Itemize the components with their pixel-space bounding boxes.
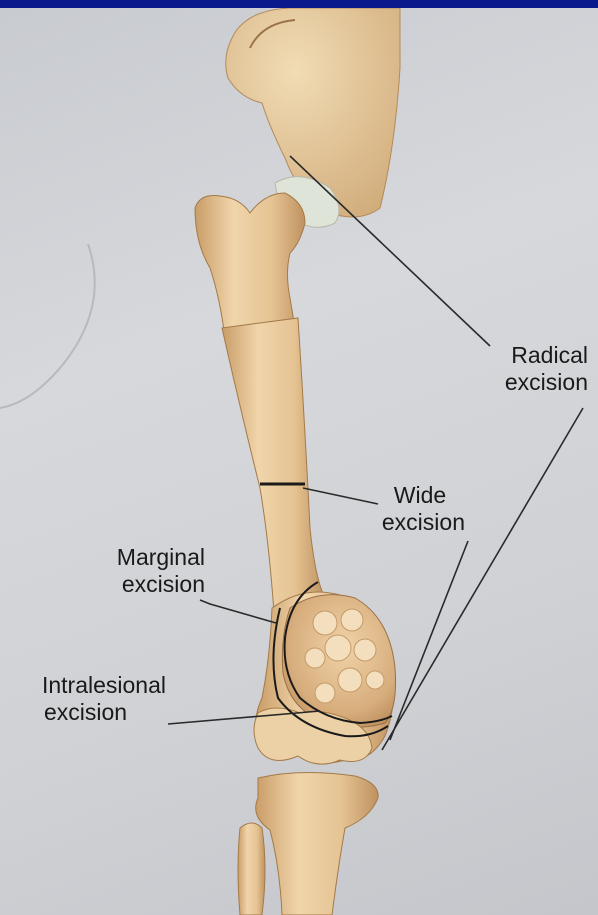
wide-label-line2: excision bbox=[355, 509, 465, 536]
illustration-plate: Radical excision Wide excision Marginal … bbox=[0, 8, 598, 915]
radical-leader-lower bbox=[382, 408, 583, 750]
radical-label-line2: excision bbox=[478, 369, 588, 396]
fibula bbox=[238, 823, 265, 915]
background-curve bbox=[0, 244, 95, 408]
intralesional-excision-label: Intralesional excision bbox=[14, 672, 194, 726]
femur-illustration bbox=[0, 8, 598, 915]
wide-excision-label: Wide excision bbox=[355, 482, 465, 536]
intralesional-label-line2: excision bbox=[14, 699, 194, 726]
wide-label-line1: Wide bbox=[355, 482, 465, 509]
intralesional-label-line1: Intralesional bbox=[14, 672, 194, 699]
tibia bbox=[256, 772, 378, 915]
marginal-excision-label: Marginal excision bbox=[75, 544, 205, 598]
marginal-label-line1: Marginal bbox=[75, 544, 205, 571]
radical-leader-upper bbox=[290, 156, 490, 346]
marginal-label-line2: excision bbox=[75, 571, 205, 598]
femur-proximal bbox=[195, 193, 305, 338]
radical-excision-label: Radical excision bbox=[478, 342, 588, 396]
wide-leader-lower bbox=[390, 541, 468, 740]
radical-label-line1: Radical bbox=[478, 342, 588, 369]
marginal-leader bbox=[200, 600, 276, 623]
femur-shaft bbox=[222, 318, 325, 628]
